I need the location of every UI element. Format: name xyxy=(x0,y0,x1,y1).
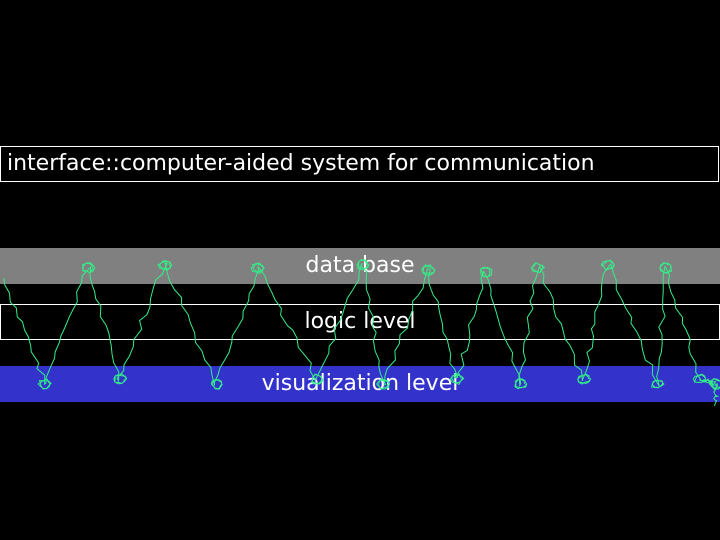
visualization-level-label: visualization level xyxy=(261,371,459,396)
diagram-title: interface::computer-aided system for com… xyxy=(0,146,719,182)
logic-level-label: logic level xyxy=(304,309,416,334)
visualization-level-layer: visualization level xyxy=(0,366,720,402)
diagram-title-text: interface::computer-aided system for com… xyxy=(7,151,595,176)
logic-level-layer: logic level xyxy=(0,304,720,340)
data-base-layer: data base xyxy=(0,248,720,284)
data-base-label: data base xyxy=(305,253,415,278)
